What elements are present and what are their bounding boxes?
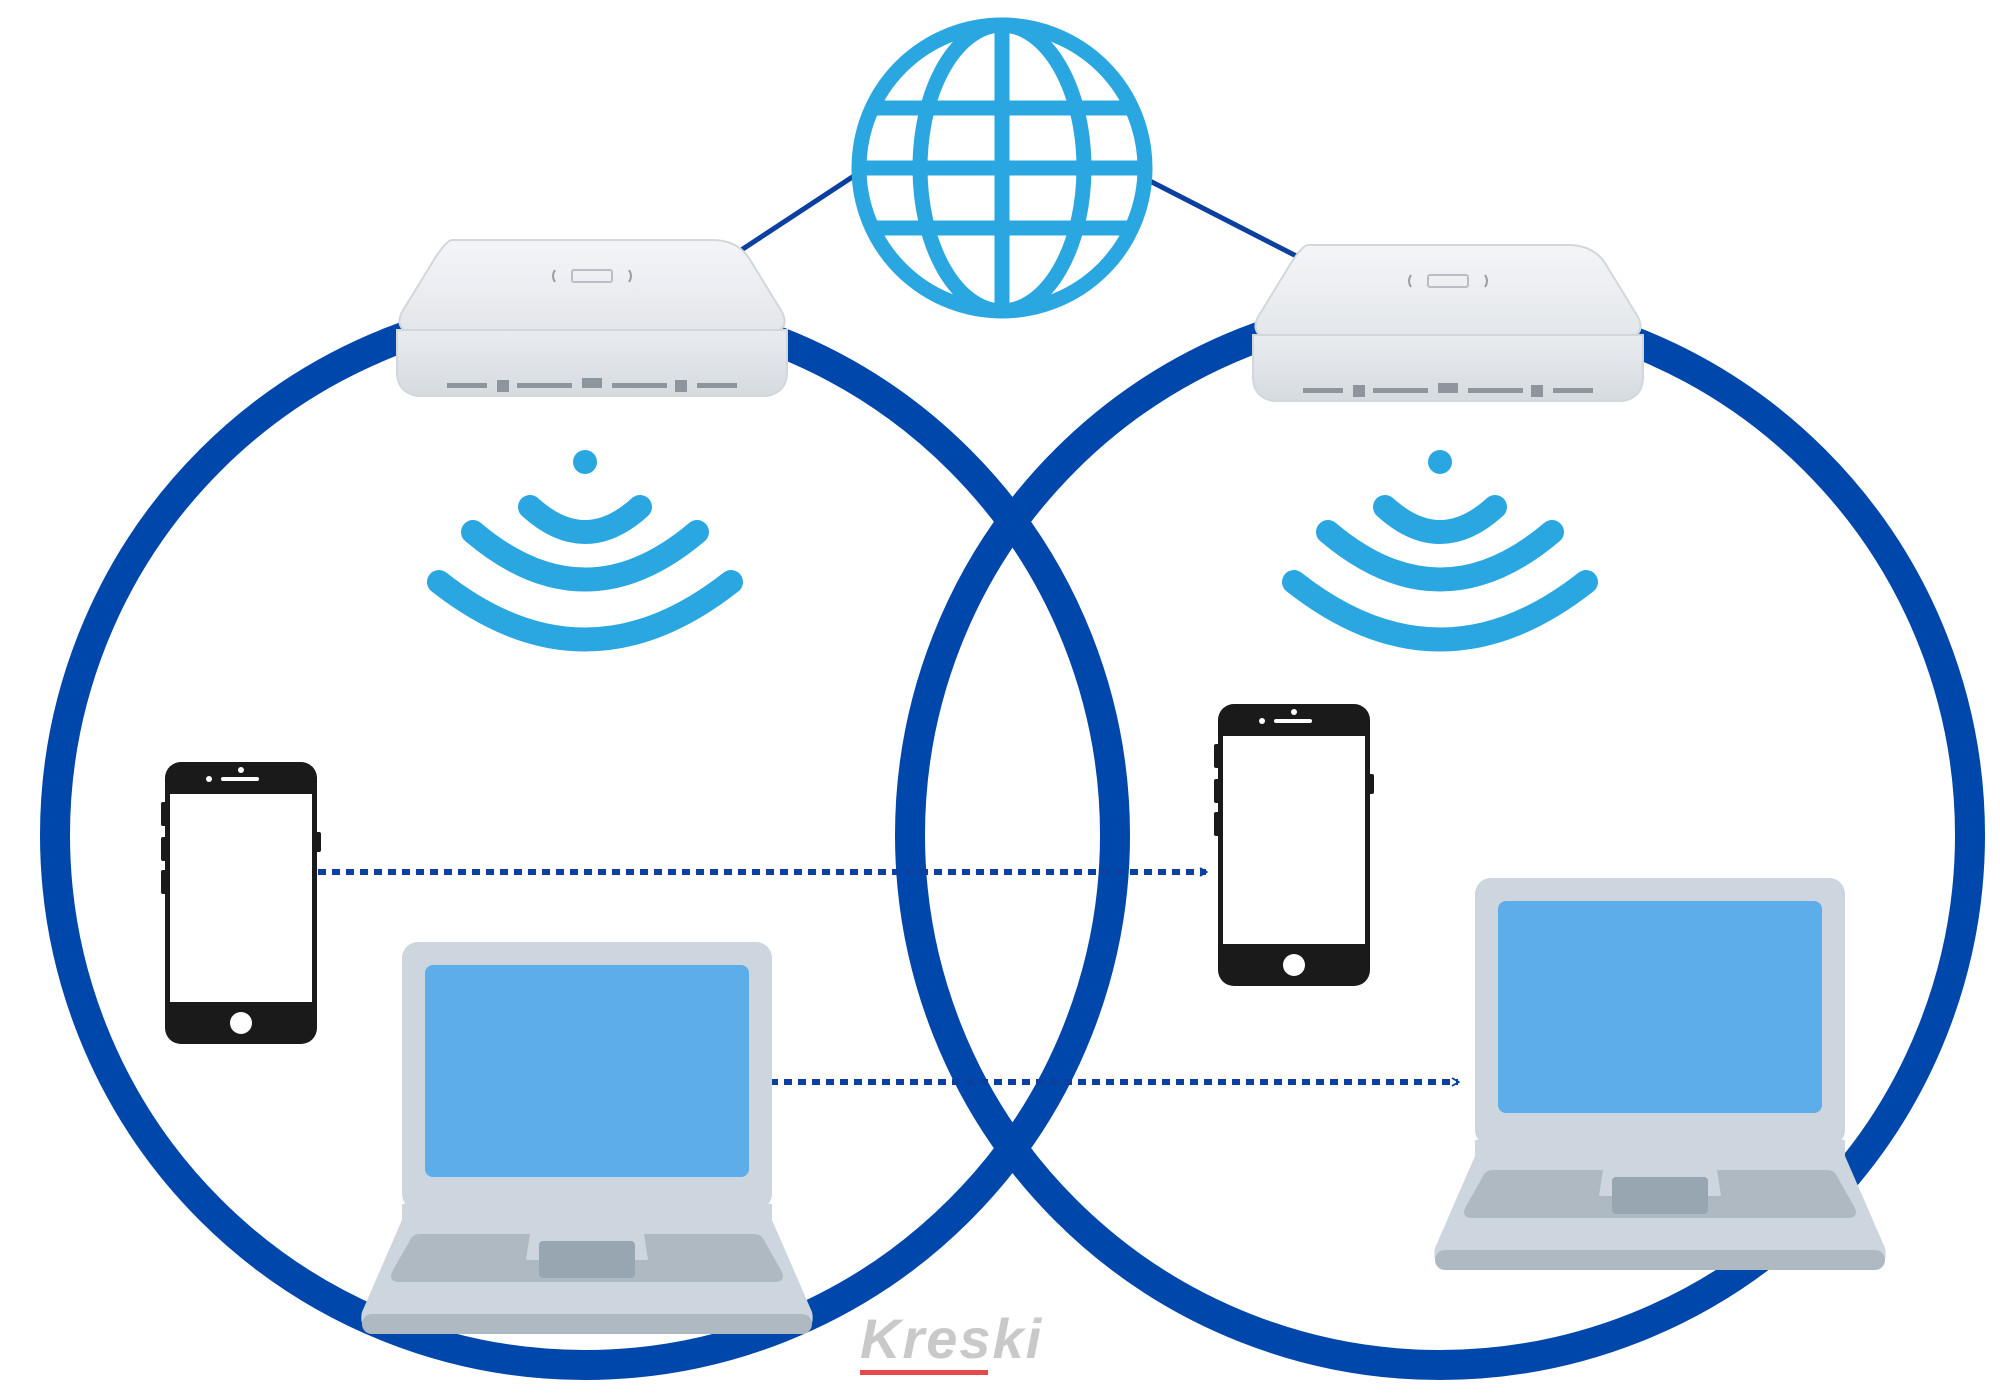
link-left-ap-to-internet <box>718 169 862 267</box>
link-right-ap-to-internet <box>1146 177 1310 265</box>
smartphone-icon-left <box>161 762 321 1044</box>
smartphone-icon-right <box>1214 704 1374 986</box>
watermark-text: Kreski <box>860 1307 1043 1370</box>
wifi-signal-icon-right <box>1294 450 1586 640</box>
laptop-icon-right <box>1434 878 1886 1270</box>
access-point-left <box>396 239 788 397</box>
laptop-icon-left <box>361 942 813 1334</box>
kreski-watermark-logo: Kreski <box>860 1307 1043 1375</box>
globe-icon <box>852 18 1152 318</box>
access-point-right <box>1252 244 1644 402</box>
wifi-signal-icon-left <box>439 450 731 640</box>
